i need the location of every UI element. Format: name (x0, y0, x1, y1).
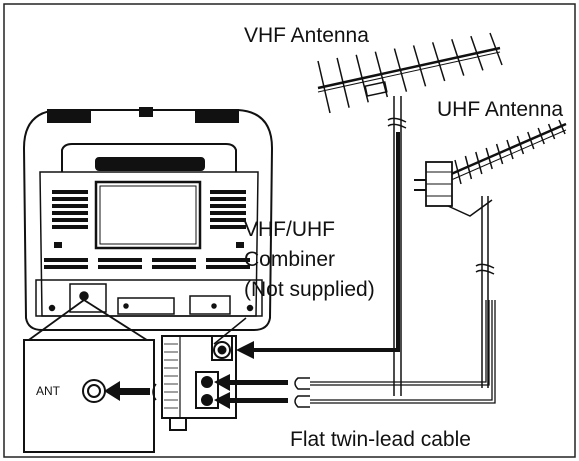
vhf-antenna-elements (317, 32, 503, 114)
twin-lead-arrows (214, 374, 288, 409)
tv-jack-panel (35, 279, 263, 317)
vent-slot (52, 204, 88, 208)
uhf-antenna-elements (454, 119, 566, 185)
twin-lead-label: Flat twin-lead cable (290, 428, 471, 451)
vhf-element (489, 32, 503, 66)
vhf-element (412, 45, 427, 87)
combiner-label-line3: (Not supplied) (244, 278, 375, 301)
ant-jack-inner-icon (87, 384, 101, 398)
vent-slot (152, 265, 196, 269)
tv-screw (236, 242, 244, 248)
uhf-element (537, 127, 545, 145)
vent-slot (210, 225, 246, 229)
ant-terminal-label: ANT (36, 384, 61, 398)
combiner-leader-line (213, 317, 247, 345)
vent-slot (210, 218, 246, 222)
uhf-element (464, 155, 473, 180)
vent-slot (52, 190, 88, 194)
vent-slot (52, 225, 88, 229)
diagram-frame (3, 3, 576, 458)
uhf-element (516, 135, 525, 155)
vent-slot (44, 265, 88, 269)
vent-slot (210, 197, 246, 201)
combiner-hatching (164, 343, 178, 409)
vent-slot (152, 258, 196, 262)
combiner-label-line2: Combiner (244, 248, 335, 271)
vent-slot (52, 218, 88, 222)
vhf-element (393, 48, 408, 92)
vhf-mast (387, 96, 407, 396)
vent-slot (210, 190, 246, 194)
arrow-to-ant-jack (104, 381, 150, 401)
vent-slot (98, 258, 142, 262)
vhf-coax-cable (250, 132, 400, 352)
uhf-mast (475, 196, 495, 388)
combiner-label-line1: VHF/UHF (244, 218, 335, 241)
vhf-antenna (317, 46, 501, 97)
vhf-antenna-label: VHF Antenna (244, 24, 369, 47)
vhf-element (374, 51, 389, 98)
vhf-element (336, 57, 350, 108)
uhf-element (495, 143, 504, 165)
zoom-callout-lines (25, 299, 151, 343)
tv-vent-grilles (44, 190, 250, 269)
vhf-element (451, 38, 465, 76)
vent-slot (210, 204, 246, 208)
uhf-twin-lead-cable (310, 300, 496, 404)
uhf-element (454, 159, 462, 185)
tv-screw (54, 242, 62, 248)
uhf-element (485, 147, 493, 170)
uhf-element (527, 131, 535, 150)
spade-lug-terminals (294, 377, 310, 408)
uhf-element (558, 119, 566, 135)
vhf-uhf-combiner (152, 335, 237, 431)
vent-slot (206, 258, 250, 262)
vent-slot (206, 265, 250, 269)
vent-slot (44, 258, 88, 262)
vhf-coax-arrowhead (236, 341, 254, 359)
vent-slot (210, 211, 246, 215)
uhf-antenna-label: UHF Antenna (437, 98, 563, 121)
vent-slot (52, 211, 88, 215)
vhf-element (431, 42, 446, 82)
uhf-antenna (414, 122, 567, 217)
vhf-element (317, 60, 331, 114)
ant-panel-detail (23, 339, 155, 453)
uhf-element (547, 123, 556, 140)
vhf-element (355, 54, 369, 103)
uhf-element (475, 151, 483, 175)
tv-rear-view (22, 107, 274, 331)
vent-slot (52, 197, 88, 201)
vent-slot (98, 265, 142, 269)
vhf-element (470, 35, 484, 71)
uhf-element (506, 139, 514, 160)
